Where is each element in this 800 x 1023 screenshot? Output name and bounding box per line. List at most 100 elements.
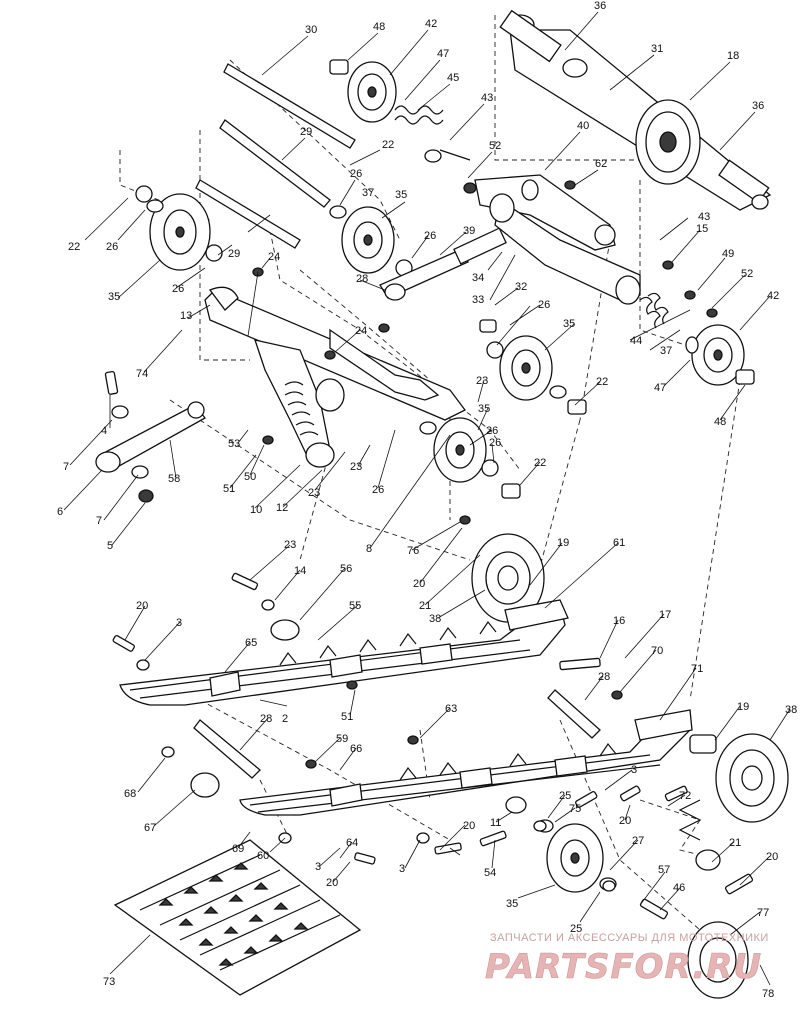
callout-20: 20 (136, 600, 148, 612)
callout-52: 52 (741, 268, 753, 280)
watermark: ЗАПЧАСТИ И АКСЕССУАРЫ ДЛЯ МОТОТЕХНИКИ PA… (485, 932, 769, 987)
callout-57: 57 (658, 864, 670, 876)
callout-3: 3 (631, 764, 637, 776)
callout-24: 24 (355, 325, 367, 337)
callout-16: 16 (613, 615, 625, 627)
callout-43: 43 (481, 92, 493, 104)
callout-25: 25 (570, 923, 582, 935)
callout-26: 26 (424, 230, 436, 242)
callout-69: 69 (232, 843, 244, 855)
callout-26: 26 (106, 241, 118, 253)
callout-32: 32 (515, 281, 527, 293)
callout-3: 3 (315, 861, 321, 873)
callout-71: 71 (691, 663, 703, 675)
callout-20: 20 (413, 578, 425, 590)
callout-10: 10 (250, 504, 262, 516)
callout-47: 47 (437, 48, 449, 60)
rear-axle-assembly (499, 9, 772, 211)
callout-23: 23 (350, 461, 362, 473)
callout-20: 20 (766, 851, 778, 863)
callout-26: 26 (372, 484, 384, 496)
callout-37: 37 (362, 187, 374, 199)
callout-59: 59 (336, 733, 348, 745)
callout-58: 58 (168, 473, 180, 485)
callout-24: 24 (268, 251, 280, 263)
callout-22: 22 (68, 241, 80, 253)
callout-48: 48 (373, 21, 385, 33)
callout-44: 44 (630, 335, 642, 347)
slider-cleats (158, 862, 309, 966)
callout-33: 33 (472, 294, 484, 306)
callout-3: 3 (176, 617, 182, 629)
callout-13: 13 (180, 310, 192, 322)
callout-15: 15 (696, 223, 708, 235)
callout-54: 54 (484, 867, 496, 879)
callout-17: 17 (659, 609, 671, 621)
callout-14: 14 (294, 565, 306, 577)
callout-77: 77 (757, 907, 769, 919)
callout-23: 23 (308, 487, 320, 499)
callout-49: 49 (722, 248, 734, 260)
callout-48: 48 (714, 416, 726, 428)
callout-68: 68 (124, 788, 136, 800)
callout-51: 51 (223, 483, 235, 495)
callout-35: 35 (506, 898, 518, 910)
callout-56: 56 (340, 563, 352, 575)
callout-55: 55 (349, 600, 361, 612)
callout-7: 7 (96, 515, 102, 527)
front-arm-assembly (95, 267, 587, 525)
rear-shock-and-pivot (379, 174, 755, 386)
callout-47: 47 (654, 382, 666, 394)
callout-21: 21 (419, 600, 431, 612)
callout-20: 20 (326, 877, 338, 889)
callout-28: 28 (260, 713, 272, 725)
callout-76: 76 (407, 545, 419, 557)
callout-19: 19 (557, 537, 569, 549)
callout-52: 52 (489, 140, 501, 152)
callout-22: 22 (534, 457, 546, 469)
callout-26: 26 (486, 425, 498, 437)
callout-45: 45 (447, 72, 459, 84)
callout-20: 20 (619, 815, 631, 827)
callout-21: 21 (729, 837, 741, 849)
callout-43: 43 (698, 211, 710, 223)
callout-63: 63 (445, 703, 457, 715)
callout-61: 61 (613, 537, 625, 549)
callout-35: 35 (563, 318, 575, 330)
callout-40: 40 (577, 120, 589, 132)
callout-53: 53 (228, 438, 240, 450)
callout-73: 73 (103, 976, 115, 988)
callout-23: 23 (284, 539, 296, 551)
callout-29: 29 (300, 126, 312, 138)
callout-5: 5 (107, 540, 113, 552)
callout-30: 30 (305, 24, 317, 36)
callout-4: 4 (101, 425, 107, 437)
callout-26: 26 (538, 299, 550, 311)
callout-42: 42 (425, 18, 437, 30)
callout-19: 19 (737, 701, 749, 713)
callout-65: 65 (245, 637, 257, 649)
callout-36: 36 (752, 100, 764, 112)
callout-31: 31 (651, 43, 663, 55)
callout-35: 35 (478, 403, 490, 415)
callout-35: 35 (108, 291, 120, 303)
callout-51: 51 (341, 711, 353, 723)
callout-62: 62 (595, 158, 607, 170)
callout-12: 12 (276, 502, 288, 514)
callout-78: 78 (762, 988, 774, 1000)
callout-28: 28 (598, 671, 610, 683)
callout-26: 26 (489, 437, 501, 449)
callout-20: 20 (463, 820, 475, 832)
callout-66: 66 (350, 743, 362, 755)
callout-36: 36 (594, 0, 606, 12)
callout-46: 46 (673, 882, 685, 894)
callout-22: 22 (382, 139, 394, 151)
leader-lines (63, 11, 791, 986)
callout-27: 27 (632, 835, 644, 847)
watermark-tagline: ЗАПЧАСТИ И АКСЕССУАРЫ ДЛЯ МОТОТЕХНИКИ (490, 932, 769, 944)
callout-35: 35 (395, 189, 407, 201)
callout-60: 60 (257, 850, 269, 862)
callout-2: 2 (282, 713, 288, 725)
